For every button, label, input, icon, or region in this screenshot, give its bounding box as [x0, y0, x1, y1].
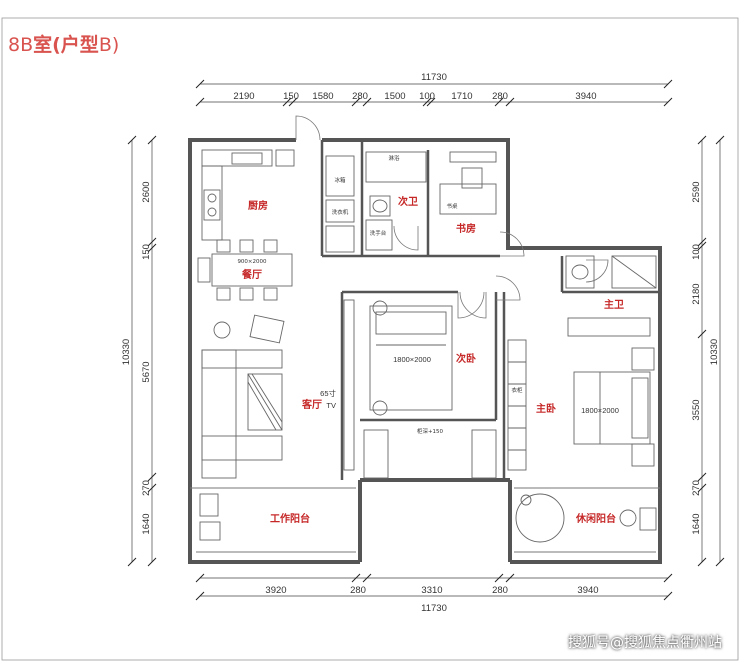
master-bath-fixtures — [565, 255, 657, 337]
watermark: 搜狐号@搜狐焦点衢州站 — [568, 635, 722, 651]
vanity-label: 洗手台 — [370, 229, 387, 237]
room-master-bedroom: 主卧 — [536, 402, 556, 415]
dim-left-2: 150 — [141, 244, 152, 260]
dim-left-4: 270 — [141, 480, 152, 496]
dim-left-3: 5670 — [141, 361, 152, 382]
tv-label: TV — [326, 401, 336, 410]
wardrobe-label: 衣柜 — [511, 386, 523, 394]
dim-right-5: 270 — [691, 480, 702, 496]
master-bedroom-furniture — [507, 339, 655, 471]
study-desk-label: 书桌 — [446, 202, 458, 210]
page-frame — [1, 17, 739, 661]
cabinet-depth: 柜深+150 — [417, 427, 444, 435]
second-bath-fixtures — [325, 151, 427, 253]
study-fixtures — [439, 151, 497, 215]
fridge-label: 冰箱 — [334, 176, 346, 184]
tv-size: 65寸 — [320, 388, 336, 398]
room-leisure-balcony: 休闲阳台 — [575, 512, 616, 525]
room-second-bath: 次卫 — [398, 195, 418, 208]
living-furniture — [201, 299, 355, 479]
dim-top-1: 2190 — [233, 91, 254, 102]
title-suffix: B) — [98, 34, 120, 56]
title-prefix: 8B — [8, 34, 34, 56]
dim-left-5: 1640 — [141, 513, 152, 534]
shower-label: 淋浴 — [388, 154, 400, 162]
dim-total-bottom: 11730 — [421, 603, 447, 614]
dim-bottom-4: 280 — [492, 585, 508, 596]
room-work-balcony: 工作阳台 — [270, 512, 310, 525]
dim-top-8: 280 — [492, 91, 508, 102]
dim-total-top: 11730 — [421, 72, 447, 83]
room-master-bath: 主卫 — [604, 298, 624, 311]
master-bed-size: 1800×2000 — [581, 406, 619, 415]
exterior-walls — [188, 138, 662, 564]
balcony-rails — [190, 487, 660, 553]
second-bedroom-bed — [363, 300, 497, 479]
title-main: 室(户型 — [33, 34, 99, 56]
room-dining: 餐厅 — [241, 268, 262, 281]
dim-right-4: 3550 — [691, 399, 702, 420]
dim-top-7: 1710 — [451, 91, 472, 102]
dim-top-9: 3940 — [575, 91, 596, 102]
dimension-lines — [131, 83, 721, 597]
dim-right-2: 100 — [691, 244, 702, 260]
dining-table — [197, 239, 293, 301]
room-living: 客厅 — [301, 398, 322, 411]
interior-walls — [320, 140, 660, 480]
dim-right-6: 1640 — [691, 513, 702, 534]
dim-top-4: 280 — [352, 91, 368, 102]
door-swings — [295, 115, 609, 319]
dim-bottom-1: 3920 — [265, 585, 286, 596]
dim-bottom-2: 280 — [350, 585, 366, 596]
dim-bottom-5: 3940 — [577, 585, 598, 596]
washer-label: 洗衣机 — [332, 208, 349, 216]
room-kitchen: 厨房 — [248, 199, 268, 212]
dim-top-5: 1500 — [384, 91, 405, 102]
dim-right-3: 2180 — [691, 283, 702, 304]
dining-table-size: 900×2000 — [237, 259, 267, 265]
dim-total-left: 10330 — [121, 339, 132, 365]
balcony-furniture — [199, 493, 657, 543]
dim-top-6: 100 — [419, 91, 435, 102]
dim-right-1: 2590 — [691, 181, 702, 202]
dim-left-1: 2600 — [141, 181, 152, 202]
kitchen-counters — [201, 149, 295, 241]
second-bed-size: 1800×2000 — [393, 355, 431, 364]
dim-bottom-3: 3310 — [421, 585, 442, 596]
dim-top-3: 1580 — [312, 91, 333, 102]
plan-title: 8B室(户型B) — [8, 30, 119, 57]
dim-total-right: 10330 — [709, 339, 720, 365]
room-second-bedroom: 次卧 — [456, 352, 476, 365]
dimension-ticks — [127, 79, 725, 601]
room-study: 书房 — [456, 222, 476, 235]
dim-top-2: 150 — [283, 91, 299, 102]
